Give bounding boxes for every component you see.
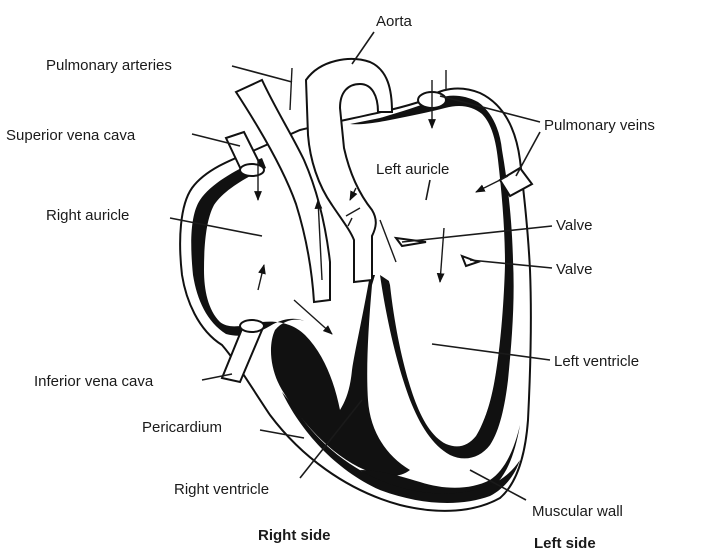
- label-left-side: Left side: [534, 535, 596, 552]
- label-pericardium: Pericardium: [142, 419, 222, 436]
- label-superior-vena-cava: Superior vena cava: [6, 127, 136, 144]
- label-right-side: Right side: [258, 527, 331, 544]
- label-valve-upper: Valve: [556, 217, 592, 234]
- flow-arrow-5: [290, 68, 292, 110]
- label-left-auricle: Left auricle: [376, 161, 449, 178]
- label-left-ventricle: Left ventricle: [554, 353, 639, 370]
- label-pulmonary-veins: Pulmonary veins: [544, 117, 655, 134]
- label-right-ventricle: Right ventricle: [174, 481, 269, 498]
- label-valve-lower: Valve: [556, 261, 592, 278]
- ivc-opening: [240, 320, 264, 332]
- label-right-auricle: Right auricle: [46, 207, 129, 224]
- label-muscular-wall: Muscular wall: [532, 503, 623, 520]
- label-pulmonary-arteries: Pulmonary arteries: [46, 57, 172, 74]
- svc-opening: [240, 164, 264, 176]
- label-aorta: Aorta: [376, 13, 413, 30]
- label-inferior-vena-cava: Inferior vena cava: [34, 373, 154, 390]
